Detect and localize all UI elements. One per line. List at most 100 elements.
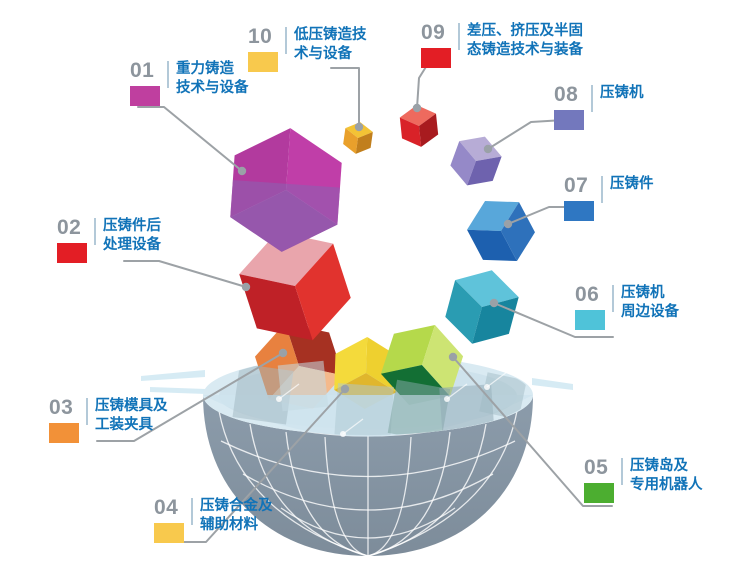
leader-dot-01: [237, 166, 247, 176]
label-01: 01 重力铸造 技术与设备: [130, 60, 249, 106]
leader-lines: [96, 61, 614, 543]
label-06-separator: [612, 285, 614, 312]
leader-dot-08: [483, 144, 493, 154]
label-06-line2: 周边设备: [621, 304, 679, 320]
leader-dot-04: [340, 384, 350, 394]
cube-08-face-top: [459, 136, 502, 161]
label-10-line1: 低压铸造技: [294, 27, 367, 43]
splash-1: [150, 387, 206, 394]
cube-08-face-left: [450, 141, 476, 186]
label-10: 10 低压铸造技 术与设备: [248, 26, 367, 72]
surface-dot-1: [340, 431, 346, 437]
label-10-number: 10: [248, 25, 273, 48]
leader-dot-06: [489, 298, 499, 308]
leader-10: [330, 67, 360, 128]
label-03-line2: 工装夹具: [95, 417, 153, 433]
label-09-number: 09: [421, 21, 446, 44]
label-04-line2: 辅助材料: [200, 517, 258, 533]
label-06-line1: 压铸机: [621, 285, 665, 301]
label-02-line2: 处理设备: [103, 237, 161, 253]
label-05-line2: 专用机器人: [630, 477, 703, 493]
label-10-color-swatch: [248, 52, 278, 72]
cube-02-face-right: [295, 243, 351, 341]
label-01-number: 01: [130, 59, 155, 82]
label-08-separator: [591, 85, 593, 112]
label-05-separator: [621, 458, 623, 485]
label-03-number: 03: [49, 396, 74, 419]
label-10-line2: 术与设备: [294, 46, 352, 62]
leader-dot-02: [241, 282, 251, 292]
label-03-color-swatch: [49, 423, 79, 443]
label-09-separator: [458, 23, 460, 50]
label-02: 02 压铸件后 处理设备: [57, 217, 161, 263]
leader-dot-10: [354, 122, 364, 132]
label-07: 07 压铸件: [564, 175, 654, 221]
label-01-color-swatch: [130, 86, 160, 106]
label-04: 04 压铸合金及 辅助材料: [154, 497, 273, 543]
cube-06-face-top: [455, 270, 519, 307]
label-06-color-swatch: [575, 310, 605, 330]
label-03-text: 压铸模具及 工装夹具: [95, 397, 168, 435]
leader-02: [123, 260, 247, 288]
label-07-number: 07: [564, 174, 589, 197]
splash-streaks: [141, 370, 573, 394]
label-08-text: 压铸机: [600, 84, 644, 103]
label-07-separator: [601, 176, 603, 203]
splash-2: [532, 378, 573, 390]
cube-07-face-top: [467, 200, 520, 231]
leader-03: [96, 352, 284, 442]
label-07-color-swatch: [564, 201, 594, 221]
label-02-separator: [94, 218, 96, 245]
cube-01: [228, 128, 344, 256]
cube-06-face-left: [445, 280, 482, 344]
cube-08-face-right: [467, 156, 502, 186]
leader-05: [452, 356, 613, 507]
leader-dot-03: [278, 348, 288, 358]
cube-02-face-top: [239, 231, 334, 286]
cube-05-face-top: [380, 325, 435, 374]
leader-dot-09: [412, 103, 422, 113]
label-02-line1: 压铸件后: [103, 218, 161, 234]
label-04-line1: 压铸合金及: [200, 498, 273, 514]
label-05-line1: 压铸岛及: [630, 458, 688, 474]
label-01-line2: 技术与设备: [176, 80, 249, 96]
label-01-text: 重力铸造 技术与设备: [176, 60, 249, 98]
label-01-line1: 重力铸造: [176, 61, 234, 77]
label-06-text: 压铸机 周边设备: [621, 284, 679, 322]
cube-06: [445, 270, 519, 344]
surface-dot-2: [444, 396, 450, 402]
label-07-text: 压铸件: [610, 175, 654, 194]
label-03-separator: [86, 398, 88, 425]
leader-04: [177, 388, 346, 543]
label-09-line2: 态铸造技术与装备: [467, 42, 583, 58]
label-02-number: 02: [57, 216, 82, 239]
label-01-separator: [167, 61, 169, 88]
label-08-number: 08: [554, 83, 579, 106]
leader-06: [493, 302, 614, 338]
cube-05-face-right: [422, 325, 464, 397]
surface-dots: [276, 371, 508, 437]
bowl-wireframe: [212, 407, 524, 556]
cube-09-face-top: [399, 105, 436, 126]
label-10-text: 低压铸造技 术与设备: [294, 26, 367, 64]
label-04-number: 04: [154, 496, 179, 519]
label-07-line1: 压铸件: [610, 176, 654, 192]
label-04-separator: [191, 498, 193, 525]
cube-02: [239, 231, 351, 341]
label-09: 09 差压、挤压及半固 态铸造技术与装备: [421, 22, 583, 68]
submerged-cube-2: [334, 383, 394, 435]
surface-dot-3: [484, 384, 490, 390]
label-05-text: 压铸岛及 专用机器人: [630, 457, 703, 495]
label-08-line1: 压铸机: [600, 85, 644, 101]
cube-09-face-right: [419, 113, 439, 147]
cube-10-face-left: [343, 128, 358, 154]
cubes-floating: [228, 105, 535, 341]
label-05: 05 压铸岛及 专用机器人: [584, 457, 703, 503]
label-10-separator: [285, 27, 287, 54]
leader-08: [487, 119, 565, 150]
leader-dot-05: [448, 352, 458, 362]
label-04-text: 压铸合金及 辅助材料: [200, 497, 273, 535]
label-06-number: 06: [575, 283, 600, 306]
